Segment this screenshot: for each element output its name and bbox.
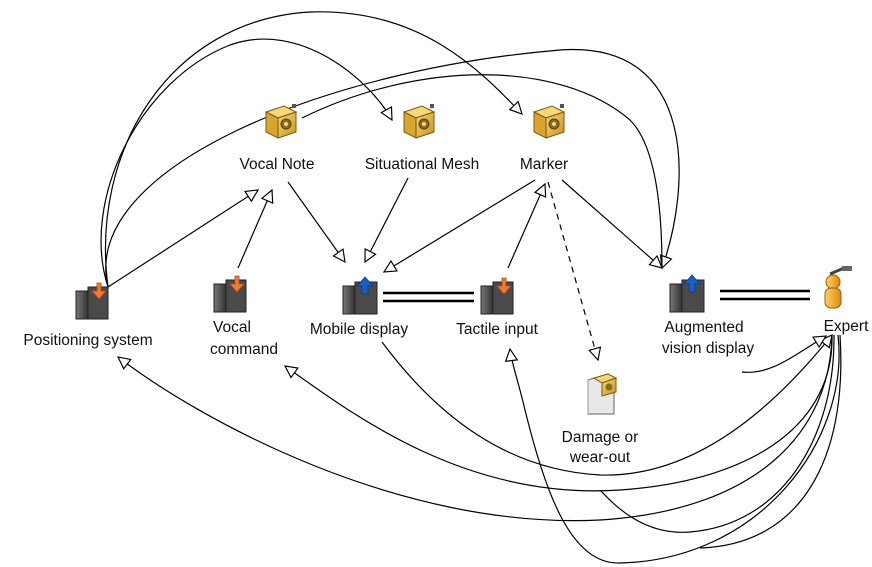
damage-label-line1: Damage or bbox=[562, 429, 639, 446]
edge-expert-curve-b bbox=[699, 334, 842, 549]
marker-label: Marker bbox=[520, 156, 568, 173]
vocal-command-label-line1: Vocal bbox=[213, 319, 251, 336]
edge-marker-to-augmented bbox=[561, 179, 662, 268]
link-mobile-tactile bbox=[383, 291, 474, 303]
damage-node[interactable]: Damage or wear-out bbox=[562, 373, 639, 466]
gear-box-icon bbox=[264, 104, 298, 139]
augmented-label-line1: Augmented bbox=[664, 319, 743, 336]
gear-box-icon bbox=[532, 104, 566, 139]
edge-expert-curve-a bbox=[599, 334, 835, 533]
situational-mesh-node[interactable]: Situational Mesh bbox=[365, 104, 480, 173]
edge-situational-mesh-to-mobile-display bbox=[365, 177, 409, 262]
positioning-node[interactable]: Positioning system bbox=[23, 282, 153, 349]
vocal-command-label-line2: command bbox=[210, 341, 278, 358]
edge-tactile-to-marker bbox=[507, 184, 545, 269]
gear-box-icon bbox=[402, 104, 436, 139]
edge-expert-to-positioning bbox=[118, 334, 833, 522]
user-icon bbox=[824, 266, 852, 309]
edge-augmented-to-expert bbox=[741, 336, 826, 373]
edge-positioning-to-augmented bbox=[105, 49, 680, 288]
edge-marker-to-mobile-display bbox=[384, 179, 536, 272]
connections bbox=[100, 11, 842, 564]
edge-positioning-to-vocal-note bbox=[107, 190, 258, 288]
edge-expert-to-tactile bbox=[510, 334, 840, 564]
augmented-label-line2: vision display bbox=[662, 340, 754, 357]
situational-mesh-label: Situational Mesh bbox=[365, 156, 480, 173]
output-device-icon bbox=[669, 274, 705, 313]
vocal-note-node[interactable]: Vocal Note bbox=[240, 104, 315, 173]
edge-vocal-note-to-mobile-display bbox=[287, 181, 345, 262]
output-device-icon bbox=[342, 276, 378, 315]
input-device-icon bbox=[75, 282, 109, 320]
edge-expert-to-vocal-command bbox=[285, 334, 833, 492]
tactile-input-label: Tactile input bbox=[456, 321, 539, 338]
gear-document-icon bbox=[587, 373, 618, 415]
edge-marker-to-damage bbox=[547, 181, 598, 360]
tactile-input-node[interactable]: Tactile input bbox=[456, 277, 539, 338]
augmented-node[interactable]: Augmented vision display bbox=[662, 274, 754, 357]
mobile-display-node[interactable]: Mobile display bbox=[310, 276, 408, 338]
mobile-display-label: Mobile display bbox=[310, 321, 408, 338]
damage-label-line2: wear-out bbox=[569, 449, 631, 466]
input-device-icon bbox=[213, 275, 247, 313]
link-augmented-expert bbox=[720, 289, 810, 301]
edge-mobile-display-to-expert bbox=[381, 335, 832, 476]
vocal-command-node[interactable]: Vocal command bbox=[210, 275, 278, 358]
edge-vocal-command-to-vocal-note bbox=[237, 190, 272, 269]
marker-node[interactable]: Marker bbox=[520, 104, 568, 173]
positioning-label: Positioning system bbox=[23, 332, 152, 349]
edge-positioning-to-situational-mesh bbox=[100, 38, 392, 288]
expert-label: Expert bbox=[824, 318, 869, 335]
edge-vocal-note-to-augmented bbox=[301, 74, 663, 269]
edge-positioning-to-marker bbox=[104, 11, 522, 288]
expert-node[interactable]: Expert bbox=[824, 266, 869, 335]
vocal-note-label: Vocal Note bbox=[240, 156, 315, 173]
input-device-icon bbox=[480, 277, 514, 315]
